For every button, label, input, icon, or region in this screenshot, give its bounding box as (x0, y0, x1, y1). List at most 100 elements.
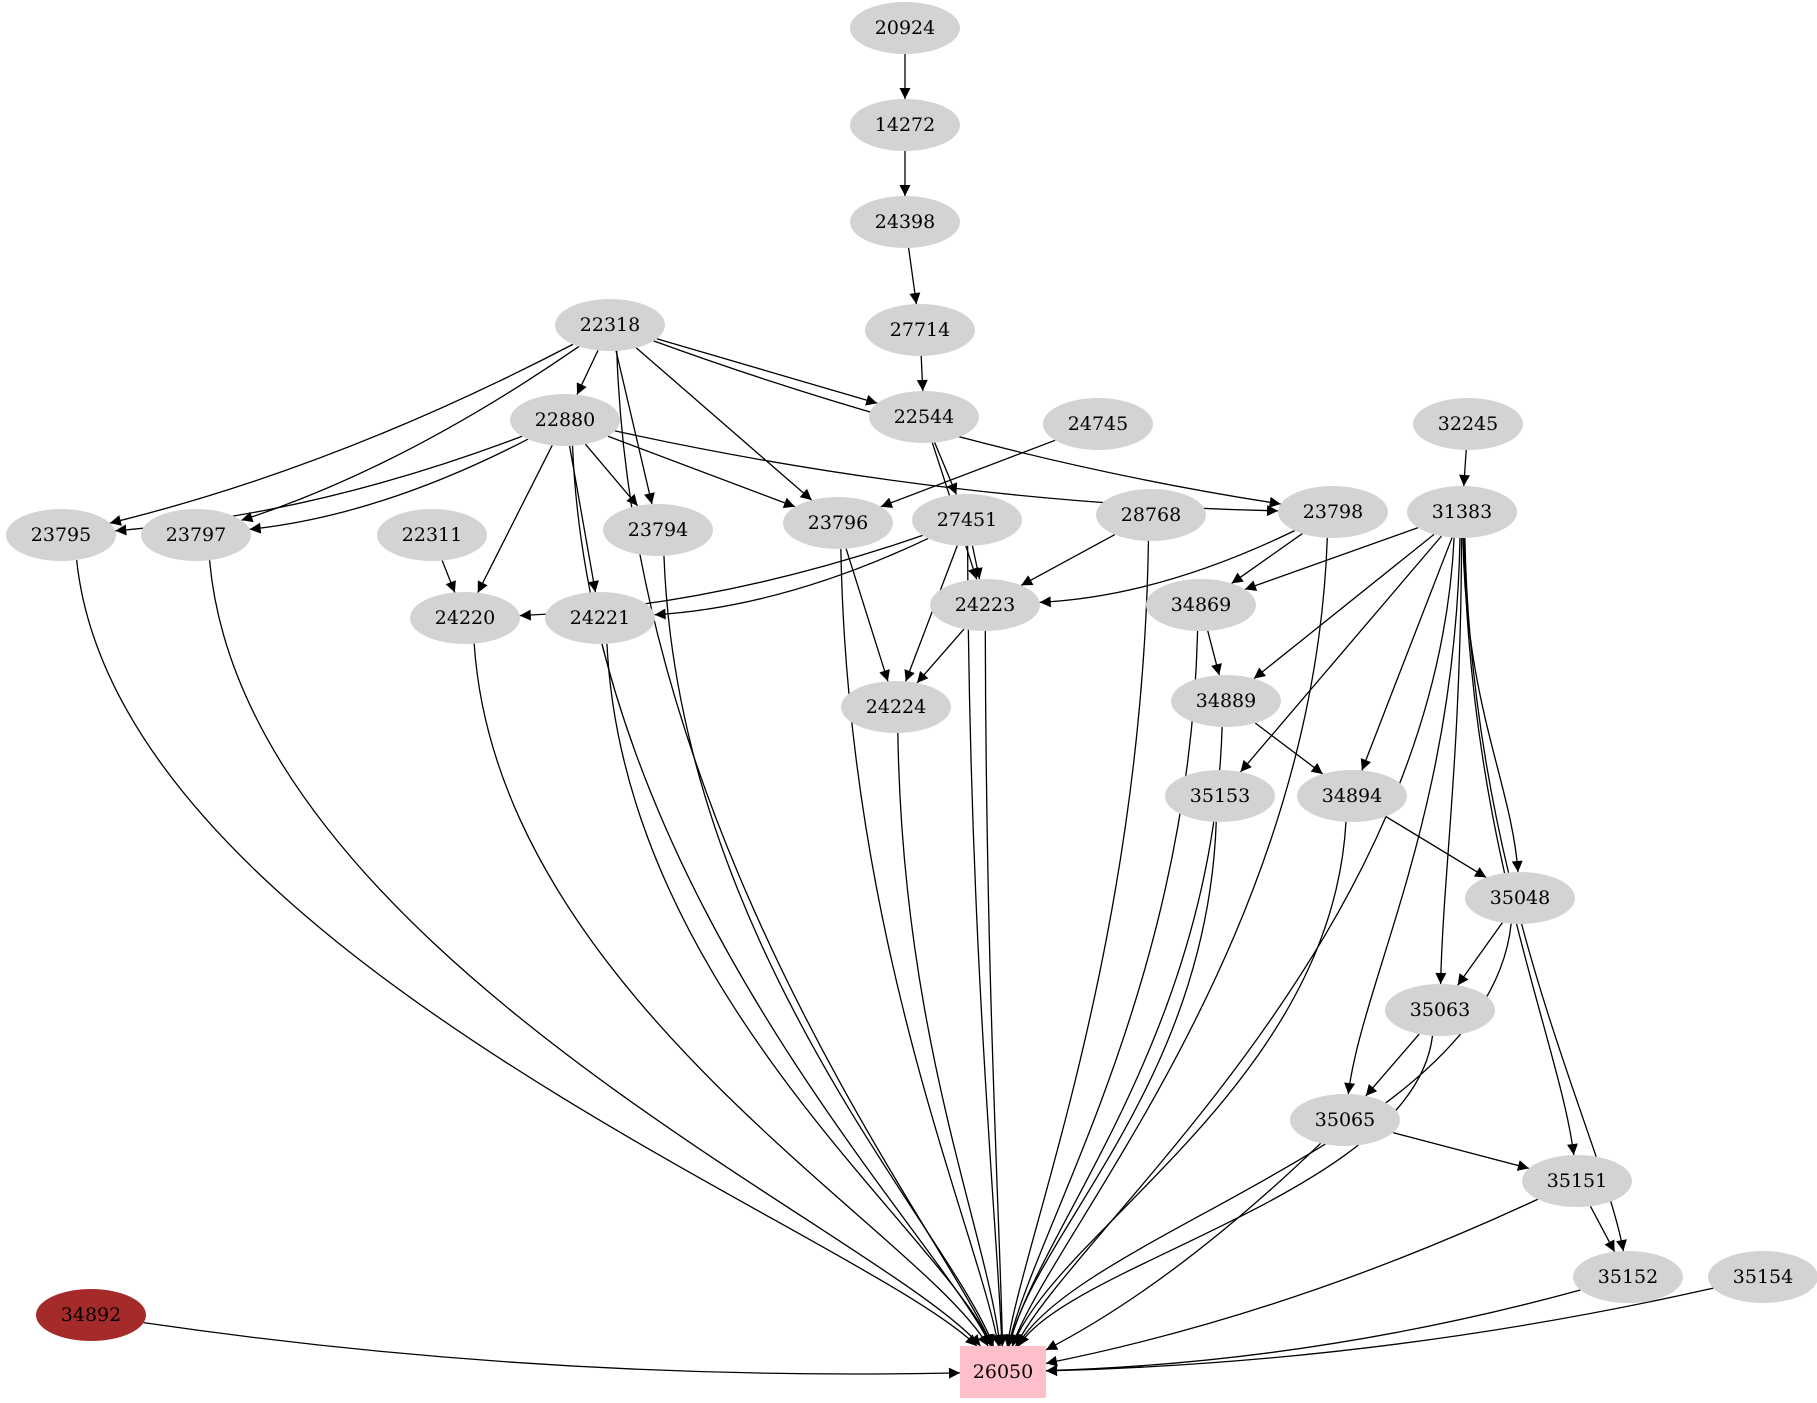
graph-node-14272: 14272 (850, 99, 960, 151)
edge-22318-23798 (653, 340, 1281, 508)
graph-node-label: 35065 (1314, 1109, 1376, 1131)
edge-24223-24224 (916, 628, 965, 684)
edge-27451-26050 (966, 545, 1008, 1347)
graph-node-24220: 24220 (410, 592, 520, 644)
edge-24221-26050 (606, 643, 993, 1347)
graph-node-label: 20924 (874, 17, 936, 39)
graph-node-35063: 35063 (1385, 984, 1495, 1036)
graph-node-23796: 23796 (783, 497, 893, 549)
edge-22311-24220 (441, 560, 456, 593)
edge-35152-26050 (1045, 1289, 1581, 1376)
edge-24398-27714 (907, 247, 921, 305)
edge-28768-24223 (1020, 534, 1116, 586)
graph-node-label: 34894 (1321, 785, 1383, 807)
edge-34869-26050 (1005, 630, 1199, 1347)
graph-node-35154: 35154 (1708, 1251, 1817, 1303)
graph-node-24224: 24224 (841, 681, 951, 733)
edge-22318-23796 (635, 347, 813, 501)
graph-node-label: 23794 (627, 519, 689, 541)
graph-node-32245: 32245 (1413, 398, 1523, 450)
graph-node-label: 34869 (1170, 594, 1232, 616)
edge-34889-26050 (1006, 726, 1223, 1347)
graph-node-label: 35151 (1546, 1170, 1608, 1192)
graph-node-label: 23795 (30, 524, 92, 546)
graph-node-31383: 31383 (1407, 486, 1517, 538)
graph-node-label: 35048 (1489, 887, 1551, 909)
graph-node-22318: 22318 (555, 299, 665, 351)
edge-34892-26050 (143, 1322, 961, 1379)
edge-22318-23794 (615, 350, 655, 505)
edge-23794-26050 (663, 555, 995, 1347)
graph-node-label: 24398 (874, 211, 936, 233)
graph-node-label: 27714 (889, 319, 951, 341)
edge-35065-26050 (1045, 1142, 1322, 1351)
edge-27451-24223 (971, 545, 983, 580)
graph-node-label: 24221 (569, 607, 631, 629)
graph-node-23797: 23797 (141, 509, 251, 561)
edge-27451-24221 (654, 537, 929, 620)
edge-34894-26050 (1011, 821, 1347, 1347)
graph-node-34869: 34869 (1146, 579, 1256, 631)
edge-31383-35153 (1240, 535, 1442, 773)
edge-32245-31383 (1459, 449, 1471, 487)
edge-35151-26050 (1045, 1198, 1539, 1367)
graph-node-label: 34892 (60, 1304, 122, 1326)
edge-22880-23796 (607, 435, 796, 509)
graph-node-34894: 34894 (1297, 770, 1407, 822)
edge-35048-35063 (1457, 922, 1503, 986)
graph-node-label: 35153 (1189, 785, 1251, 807)
edge-22318-23795 (109, 343, 574, 526)
graph-node-label: 24220 (434, 607, 496, 629)
graph-node-label: 22544 (893, 406, 955, 428)
graph-node-label: 22311 (401, 524, 463, 546)
edge-23798-34869 (1231, 533, 1303, 584)
edge-34889-34894 (1254, 722, 1324, 775)
edge-23798-24223 (1039, 530, 1295, 608)
edge-35153-26050 (1006, 821, 1217, 1347)
edge-22318-26050 (616, 350, 993, 1347)
graph-node-35065: 35065 (1290, 1094, 1400, 1146)
edge-22318-23797 (241, 345, 580, 523)
edge-24220-26050 (473, 643, 989, 1347)
graph-node-20924: 20924 (850, 2, 960, 54)
graph-node-label: 35154 (1732, 1266, 1794, 1288)
edge-23798-26050 (1010, 537, 1328, 1347)
graph-node-23798: 23798 (1278, 486, 1388, 538)
edge-28768-26050 (1003, 540, 1150, 1347)
graph-node-label: 22880 (534, 409, 596, 431)
graph-node-label: 28768 (1120, 504, 1182, 526)
graph-node-label: 35152 (1597, 1266, 1659, 1288)
graph-node-label: 23796 (807, 512, 869, 534)
edge-22544-27451 (934, 442, 958, 495)
edge-24224-26050 (897, 732, 1005, 1347)
edge-31383-35151 (1463, 537, 1578, 1156)
graph-node-24745: 24745 (1043, 398, 1153, 450)
graph-node-23794: 23794 (603, 504, 713, 556)
edge-22318-22880 (576, 350, 599, 395)
edge-34894-35048 (1385, 815, 1487, 879)
edge-31383-34869 (1244, 527, 1419, 591)
graph-node-label: 32245 (1437, 413, 1499, 435)
graph-node-23795: 23795 (6, 509, 116, 561)
edge-35065-35151 (1392, 1132, 1530, 1171)
graph-node-22311: 22311 (377, 509, 487, 561)
edge-31383-35065 (1344, 537, 1461, 1095)
graph-node-27714: 27714 (865, 304, 975, 356)
graph-node-label: 26050 (972, 1361, 1034, 1383)
graph-node-35152: 35152 (1573, 1251, 1683, 1303)
edge-23797-26050 (208, 560, 982, 1347)
edge-35154-26050 (1045, 1287, 1714, 1377)
edge-31383-35048 (1462, 537, 1523, 873)
edge-31383-34894 (1360, 537, 1453, 771)
edge-31383-26050 (1015, 537, 1455, 1347)
graph-node-label: 24224 (865, 696, 927, 718)
edge-22880-23794 (584, 443, 639, 507)
edge-22880-24220 (477, 444, 553, 594)
graph-node-label: 31383 (1431, 501, 1493, 523)
edge-34869-34889 (1207, 630, 1222, 676)
edge-31383-34889 (1253, 533, 1435, 680)
graph-node-34889: 34889 (1171, 675, 1281, 727)
graph-node-24223: 24223 (930, 579, 1040, 631)
edge-23795-26050 (76, 559, 978, 1347)
edge-31383-35063 (1435, 537, 1463, 985)
